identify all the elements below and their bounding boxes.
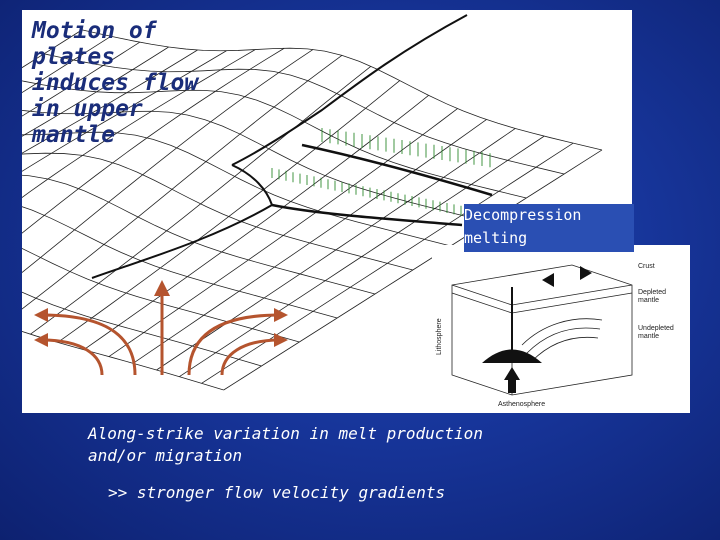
mesh-line-across [43, 53, 565, 175]
mesh-line-along [22, 35, 112, 94]
mesh-line-across [22, 206, 338, 319]
inset-spreading-arrow-right [580, 266, 592, 280]
ridge-crest-lower [91, 204, 273, 279]
mesh-line-across [22, 291, 262, 367]
mesh-line-along [22, 41, 140, 117]
inset-block-diagram [451, 264, 633, 396]
inset-upwelling-arrow [504, 367, 520, 393]
inset-label-depleted-mantle: Depleted mantle [638, 289, 667, 304]
decompression-melting-inset: Crust Depleted mantle Undepleted mantle … [432, 245, 690, 413]
inset-label-asthenosphere: Asthenosphere [498, 401, 546, 408]
inset-label-lithosphere: Lithosphere [436, 318, 443, 355]
arrowhead-right [274, 308, 288, 322]
arrowhead-left-lower [34, 333, 48, 347]
arrowhead-up [154, 280, 170, 296]
mesh-line-along [22, 46, 169, 137]
flow-arrowheads [34, 280, 288, 347]
mesh-line-across [22, 80, 527, 199]
fracture-zone [271, 143, 493, 227]
mesh-line-across [22, 109, 489, 223]
arrowhead-left [34, 308, 48, 322]
flow-arrow-right [187, 313, 281, 376]
mesh-diagram [22, 14, 603, 391]
slide-bullet: >> stronger flow velocity gradients [108, 483, 446, 502]
decompression-melting-label: Decompression melting [464, 204, 634, 252]
mesh-line-across [22, 174, 376, 295]
slide-title: Motion of plates induces flow in upper m… [32, 18, 199, 148]
inset-label-crust: Crust [638, 263, 655, 270]
mesh-line-across [22, 131, 451, 247]
flow-arrow-right-lower [220, 338, 281, 376]
inset-melt-zone [482, 349, 542, 363]
inset-melt-contours [521, 318, 603, 362]
ridge-crest-upper [231, 14, 468, 166]
mesh-line-across [22, 152, 413, 271]
mesh-line-across [81, 29, 603, 151]
transform-fault [231, 164, 273, 206]
mesh-line-along [22, 49, 198, 154]
flow-arrow-left [41, 313, 137, 376]
slide-caption: Along-strike variation in melt productio… [88, 424, 483, 465]
arrowhead-right-lower [274, 333, 288, 347]
inset-crust-layer [451, 292, 633, 314]
inset-spreading-arrow-left [542, 273, 554, 287]
flow-arrow-left-lower [41, 338, 104, 376]
mesh-line-across [22, 330, 224, 391]
flow-arrows [41, 292, 281, 376]
inset-label-undepleted-mantle: Undepleted mantle [638, 325, 674, 340]
